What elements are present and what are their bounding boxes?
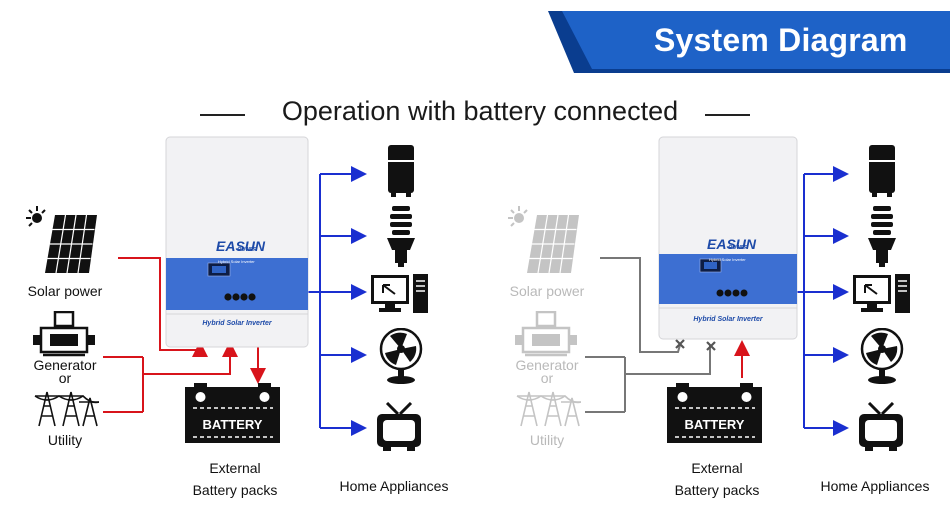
right-solar-label: Solar power — [509, 283, 585, 299]
right-inverter-label: Hybrid Solar Inverter — [693, 316, 763, 323]
left-refrigerator-icon — [388, 145, 414, 197]
left-battery-label: BATTERY — [202, 417, 263, 432]
page-title: System Diagram — [654, 22, 908, 58]
left-generator-icon — [33, 311, 95, 357]
right-utility-icon — [516, 391, 581, 427]
left-appliances-caption: Home Appliances — [339, 478, 449, 494]
right-load-wires — [796, 166, 849, 436]
left-ac-wires — [103, 257, 266, 413]
right-inverter-panel-text: Hybrid Solar Inverter — [709, 257, 746, 262]
right-tv-icon — [859, 402, 903, 451]
right-refrigerator-icon — [869, 145, 895, 197]
right-battery-caption-1: External — [691, 460, 743, 476]
right-fan-icon — [860, 328, 904, 384]
right-computer-icon — [853, 274, 910, 313]
left-tv-icon — [377, 402, 421, 451]
left-inverter-brand-sub: POWER — [238, 247, 257, 253]
left-inverter-panel-text: Hybrid Solar Inverter — [218, 259, 255, 264]
left-fan-icon — [379, 328, 423, 384]
right-battery-caption-2: Battery packs — [674, 482, 760, 498]
left-load-wires — [308, 166, 367, 436]
left-battery-icon — [185, 383, 280, 443]
left-inverter-label: Hybrid Solar Inverter — [202, 320, 272, 327]
right-light-bulb-icon — [868, 206, 896, 267]
left-battery-caption-1: External — [209, 460, 261, 476]
right-utility-label: Utility — [529, 432, 565, 448]
right-appliances-caption: Home Appliances — [820, 478, 930, 494]
right-inverter — [658, 136, 798, 340]
left-inverter-brand: EASUN — [216, 238, 266, 254]
left-inverter — [165, 136, 309, 348]
right-solar-icon — [508, 206, 579, 274]
right-generator-label: Generator — [515, 357, 579, 373]
left-utility-icon — [34, 391, 99, 427]
right-generator-icon — [515, 311, 577, 357]
left-solar-icon — [26, 206, 97, 274]
right-inactive-wires — [585, 257, 711, 413]
subtitle-rule-left — [200, 114, 245, 116]
left-battery-caption-2: Battery packs — [192, 482, 278, 498]
left-solar-label: Solar power — [27, 283, 103, 299]
right-battery-label: BATTERY — [684, 417, 745, 432]
subtitle: Operation with battery connected — [281, 96, 679, 126]
right-or-label: or — [540, 370, 554, 386]
left-computer-icon — [371, 274, 428, 313]
right-battery-icon — [667, 383, 762, 443]
subtitle-rule-right — [705, 114, 750, 116]
right-disconnect-marks — [675, 339, 716, 351]
title-banner — [548, 11, 950, 73]
right-inverter-brand-sub: POWER — [729, 245, 748, 251]
left-or-label: or — [58, 370, 72, 386]
left-light-bulb-icon — [387, 206, 415, 267]
left-utility-label: Utility — [47, 432, 83, 448]
right-inverter-brand: EASUN — [707, 236, 757, 252]
left-generator-label: Generator — [33, 357, 97, 373]
